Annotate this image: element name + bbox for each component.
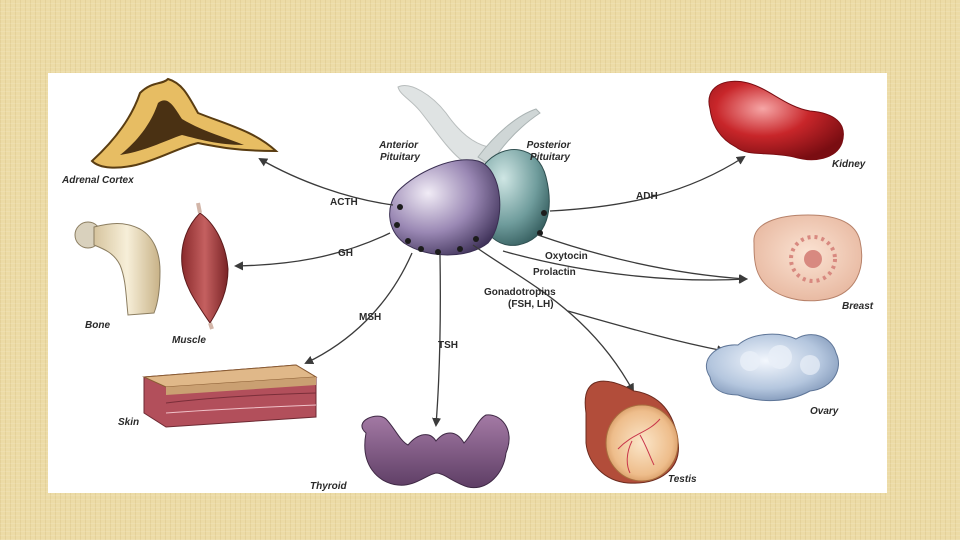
arrow-adh	[549, 155, 746, 212]
testis-label: Testis	[668, 474, 697, 485]
arrow-oxytocin	[537, 234, 748, 284]
oxytocin-label: Oxytocin	[545, 251, 588, 262]
diagram-panel: Anterior Pituitary Posterior Pituitary A…	[48, 73, 887, 493]
skin-label: Skin	[118, 417, 139, 428]
kidney-label: Kidney	[832, 159, 866, 170]
hormone-arrows	[234, 155, 748, 427]
kidney-image	[708, 80, 844, 161]
arrow-gonad-ovary	[567, 310, 726, 355]
bone-label: Bone	[85, 320, 110, 331]
adrenal-cortex-image	[90, 77, 279, 169]
breast-image	[753, 214, 863, 302]
muscle-image	[181, 202, 229, 330]
arrow-tsh	[432, 254, 442, 427]
tsh-label: TSH	[438, 340, 458, 351]
gonadotropins-label: Gonadotropins (FSH, LH)	[484, 287, 558, 310]
arrow-gonad-testis	[472, 244, 634, 393]
bone-image	[74, 221, 161, 316]
acth-label: ACTH	[330, 197, 358, 208]
posterior-pituitary-label: Posterior Pituitary	[527, 140, 574, 163]
gh-label: GH	[338, 248, 353, 259]
muscle-label: Muscle	[172, 335, 206, 346]
prolactin-label: Prolactin	[533, 267, 576, 278]
adh-label: ADH	[636, 191, 658, 202]
arrow-gh	[234, 232, 391, 271]
testis-image	[584, 380, 679, 484]
thyroid-image	[361, 414, 510, 489]
msh-label: MSH	[359, 312, 381, 323]
ovary-label: Ovary	[810, 406, 839, 417]
arrow-acth	[258, 157, 394, 206]
arrow-msh	[304, 252, 413, 365]
adrenal-cortex-label: Adrenal Cortex	[61, 175, 134, 186]
arrow-prolactin	[502, 250, 748, 284]
ovary-image	[705, 333, 839, 402]
pituitary-hormone-diagram: Anterior Pituitary Posterior Pituitary A…	[61, 77, 874, 492]
pituitary-gland	[389, 85, 550, 256]
anterior-pituitary-label: Anterior Pituitary	[378, 140, 421, 163]
thyroid-label: Thyroid	[310, 481, 348, 492]
breast-label: Breast	[842, 301, 874, 312]
infundibulum	[397, 85, 501, 164]
skin-image	[142, 364, 318, 428]
anterior-pituitary-shape	[389, 159, 501, 256]
